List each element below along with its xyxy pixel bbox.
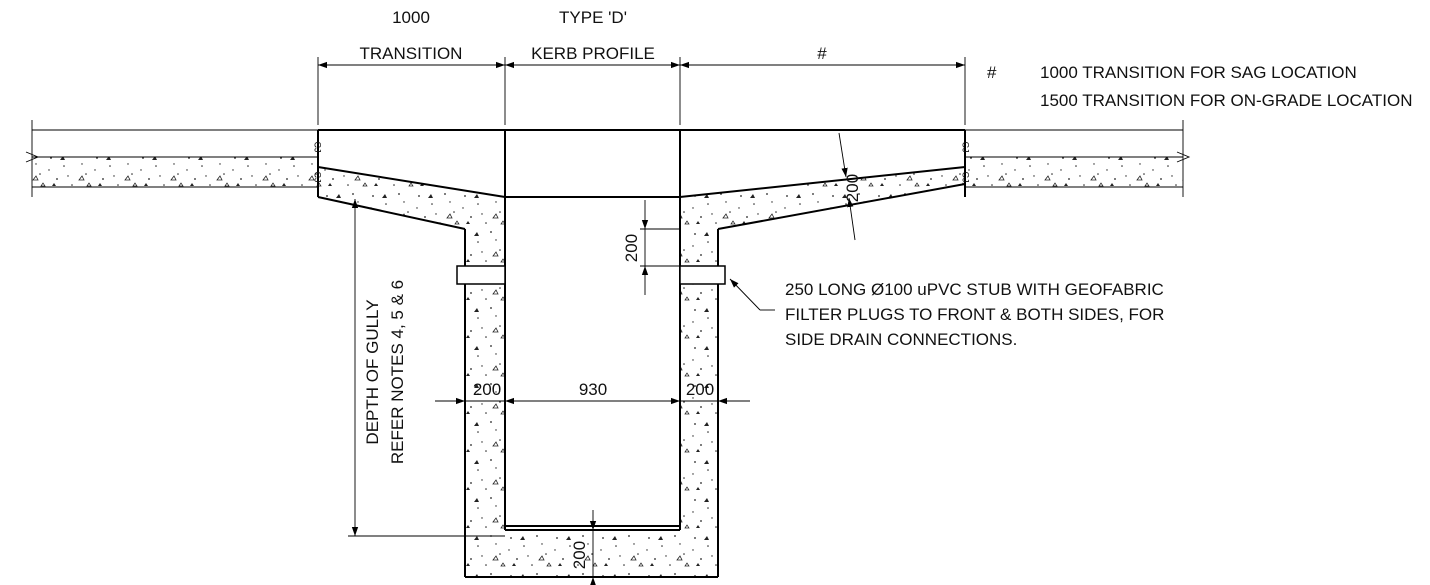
base-thickness-dimension: 200 [570, 510, 597, 585]
cj-right-top: CJ [961, 142, 971, 153]
callout-line-3: SIDE DRAIN CONNECTIONS. [785, 330, 1017, 349]
left-stub [456, 265, 506, 285]
slab-thickness-label: 200 [843, 174, 862, 202]
right-stub [679, 265, 726, 285]
joint-marks: CJ CJ CJ CJ [313, 142, 971, 183]
slab-right-concrete [965, 157, 1183, 187]
concrete-body [32, 157, 1183, 577]
cj-right-bottom: CJ [961, 172, 971, 183]
top-dimension: 1000 TRANSITION TYPE 'D' KERB PROFILE # [317, 8, 966, 125]
inner-width-label: 930 [579, 380, 607, 399]
transition-value: 1000 [392, 8, 430, 27]
depth-dimension: DEPTH OF GULLY REFER NOTES 4, 5 & 6 [348, 199, 505, 537]
kerb-profile-label: KERB PROFILE [531, 44, 655, 63]
transition-notes: # 1000 TRANSITION FOR SAG LOCATION 1500 … [987, 63, 1413, 110]
depth-line-1: DEPTH OF GULLY [363, 299, 382, 444]
wall-right-label: 200 [686, 380, 714, 399]
notes-line-2: 1500 TRANSITION FOR ON-GRADE LOCATION [1040, 91, 1413, 110]
width-dimension: 200 930 200 [435, 380, 750, 405]
slab-lines [25, 120, 1191, 197]
stub-callout: 250 LONG Ø100 uPVC STUB WITH GEOFABRIC F… [729, 278, 1164, 349]
slab-thickness-dimension: 200 [838, 132, 862, 241]
notes-hash: # [987, 63, 997, 82]
notes-line-1: 1000 TRANSITION FOR SAG LOCATION [1040, 63, 1357, 82]
gully-concrete [318, 167, 965, 577]
transition-word: TRANSITION [360, 44, 463, 63]
slab-left-concrete [32, 157, 318, 187]
cj-left-bottom: CJ [313, 172, 323, 183]
wall-left-label: 200 [473, 380, 501, 399]
stub-height-label: 200 [622, 234, 641, 262]
depth-line-2: REFER NOTES 4, 5 & 6 [388, 280, 407, 464]
callout-line-2: FILTER PLUGS TO FRONT & BOTH SIDES, FOR [785, 305, 1164, 324]
base-thickness-label: 200 [570, 541, 589, 569]
callout-line-1: 250 LONG Ø100 uPVC STUB WITH GEOFABRIC [785, 280, 1164, 299]
right-dimension-label: # [817, 44, 827, 63]
stub-height-dimension: 200 [622, 200, 680, 295]
type-label: TYPE 'D' [559, 8, 627, 27]
cj-left-top: CJ [313, 142, 323, 153]
pipe-stubs [456, 265, 726, 285]
